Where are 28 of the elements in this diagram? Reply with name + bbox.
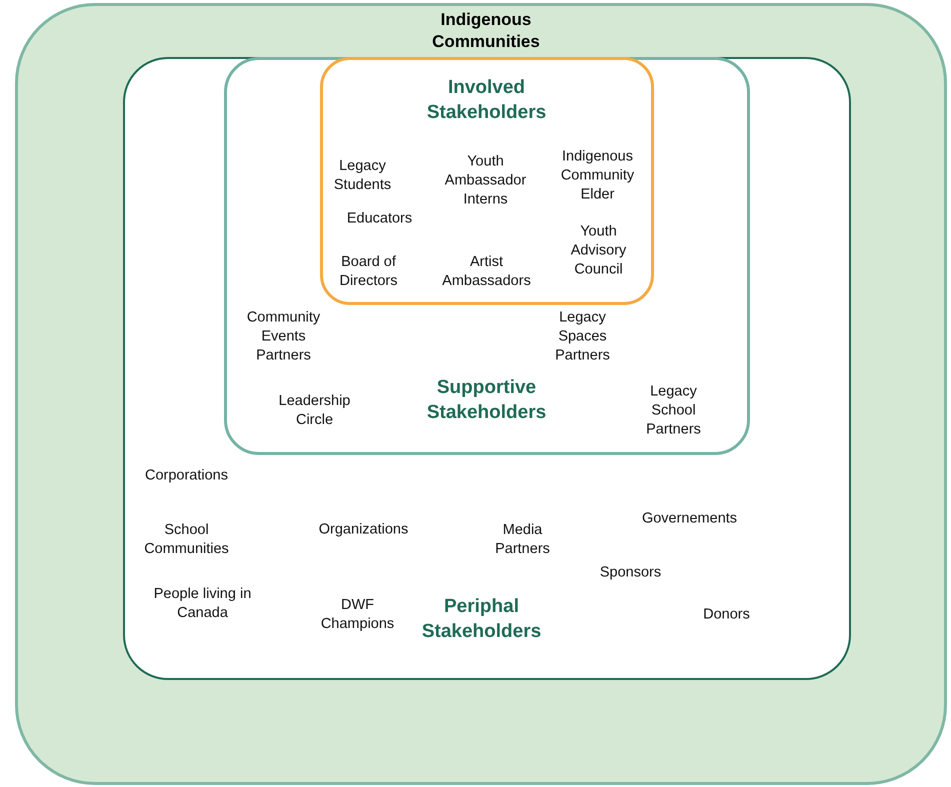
group-heading: Supportive Stakeholders bbox=[426, 376, 548, 424]
supportive-region bbox=[224, 56, 750, 454]
stakeholder-label: Legacy Students bbox=[332, 156, 392, 194]
stakeholder-label: School Communities bbox=[143, 520, 230, 558]
stakeholder-label: DWF Champions bbox=[320, 596, 396, 634]
stakeholder-label: Youth Advisory Council bbox=[570, 222, 628, 279]
stakeholder-label: Media Partners bbox=[494, 520, 551, 558]
stakeholder-label: Community Events Partners bbox=[246, 308, 322, 365]
stakeholder-label: Indigenous Community Elder bbox=[560, 147, 636, 204]
stakeholder-label: Legacy School Partners bbox=[645, 382, 702, 439]
outer-region bbox=[15, 3, 947, 785]
stakeholder-label: Leadership Circle bbox=[278, 392, 352, 430]
group-heading: Indigenous Communities bbox=[431, 9, 541, 53]
stakeholder-label: Board of Directors bbox=[338, 252, 398, 290]
periphal-region bbox=[123, 57, 851, 680]
stakeholder-label: Corporations bbox=[144, 466, 229, 485]
stakeholder-label: Governements bbox=[640, 509, 738, 528]
stakeholder-label: Sponsors bbox=[598, 563, 662, 582]
group-heading: Involved Stakeholders bbox=[426, 76, 548, 124]
stakeholder-label: Artist Ambassadors bbox=[441, 252, 532, 290]
involved-region bbox=[320, 56, 654, 304]
group-heading: Periphal Stakeholders bbox=[420, 594, 542, 644]
stakeholder-label: Youth Ambassador Interns bbox=[444, 152, 528, 209]
stakeholder-label: Donors bbox=[702, 605, 751, 624]
stakeholder-label: Organizations bbox=[318, 520, 410, 539]
stakeholder-label: People living in Canada bbox=[152, 584, 252, 622]
stakeholder-label: Educators bbox=[346, 209, 414, 228]
stakeholder-label: Legacy Spaces Partners bbox=[554, 308, 611, 365]
